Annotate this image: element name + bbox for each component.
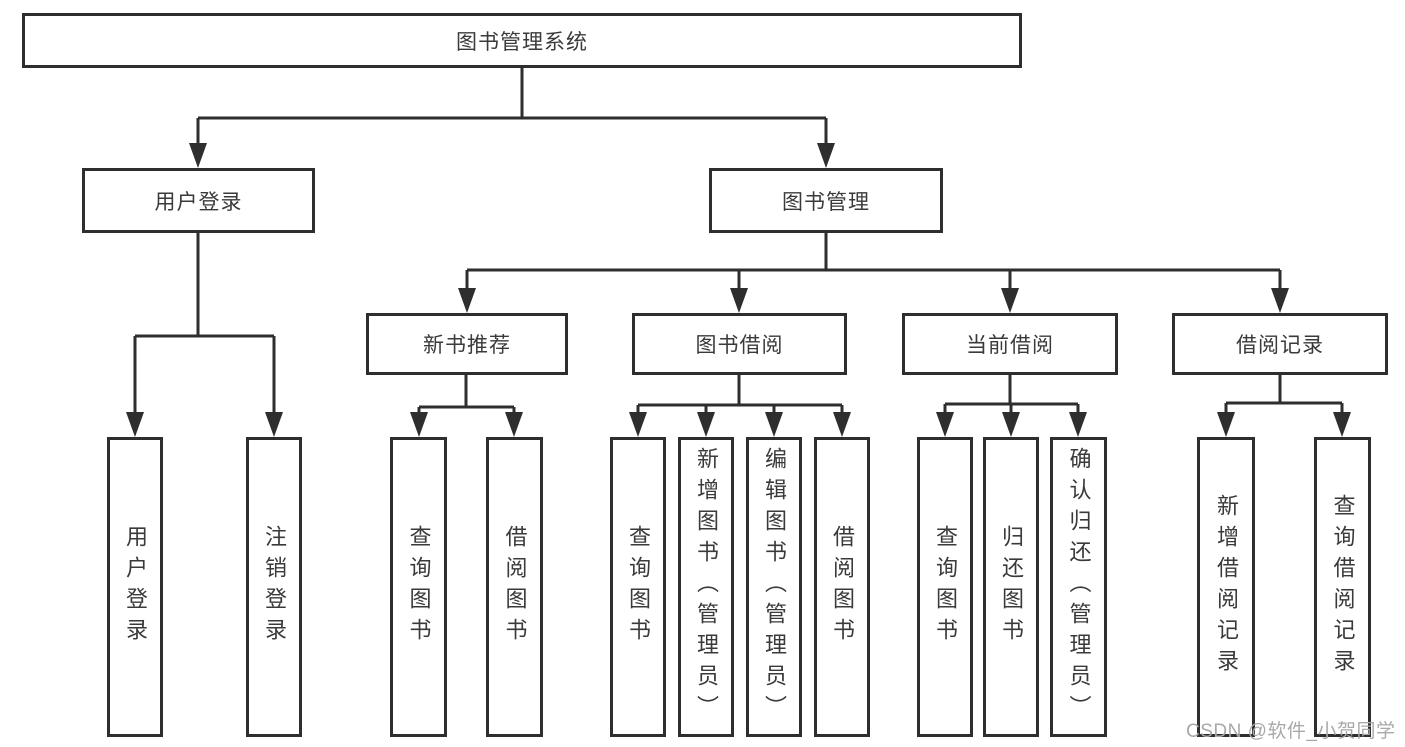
connector-book-borrow — [636, 375, 844, 419]
node-leaf-add-books-admin: 新增图书（管理员） — [678, 437, 734, 737]
connector-new-book-recommend — [417, 375, 516, 419]
node-label: 查询图书 — [933, 525, 958, 649]
arrow-down-icon — [629, 412, 647, 437]
node-leaf-borrow-books-2: 借阅图书 — [814, 437, 870, 737]
node-leaf-edit-books-admin: 编辑图书（管理员） — [746, 437, 802, 737]
arrow-down-icon — [189, 143, 207, 168]
arrow-down-icon — [410, 412, 428, 437]
connector-user-login — [133, 233, 276, 419]
node-book-borrow: 图书借阅 — [632, 313, 847, 375]
node-label: 借阅图书 — [502, 525, 528, 649]
csdn-watermark: CSDN @软件_小贺同学 — [1186, 721, 1396, 742]
node-label: 借阅图书 — [830, 525, 855, 649]
node-label: 编辑图书（管理员） — [762, 447, 787, 726]
arrow-down-icon — [1217, 412, 1235, 437]
node-label: 当前借阅 — [966, 334, 1054, 357]
node-leaf-query-books-3: 查询图书 — [917, 437, 973, 737]
node-new-book-recommend: 新书推荐 — [366, 313, 568, 375]
arrow-down-icon — [126, 412, 144, 437]
node-leaf-query-books-1: 查询图书 — [390, 437, 447, 737]
node-label: 用户登录 — [154, 190, 243, 214]
node-leaf-add-borrow-record: 新增借阅记录 — [1197, 437, 1255, 737]
connector-root — [196, 68, 828, 150]
node-label: 用户登录 — [123, 525, 148, 649]
node-label: 确认归还（管理员） — [1066, 447, 1092, 726]
node-leaf-user-login: 用户登录 — [107, 437, 163, 737]
arrow-down-icon — [458, 288, 476, 313]
node-label: 新增借阅记录 — [1214, 494, 1239, 680]
arrow-down-icon — [265, 412, 283, 437]
connector-borrow-records — [1224, 375, 1344, 419]
node-label: 新书推荐 — [423, 334, 511, 357]
connector-current-borrow — [943, 375, 1080, 419]
node-label: 图书借阅 — [695, 334, 784, 357]
arrow-down-icon — [697, 412, 715, 437]
arrow-down-icon — [1001, 288, 1019, 313]
node-leaf-logout: 注销登录 — [246, 437, 302, 737]
node-label: 查询图书 — [626, 525, 651, 649]
node-book-management: 图书管理 — [709, 168, 943, 233]
node-current-borrow: 当前借阅 — [902, 313, 1118, 375]
node-label: 新增图书（管理员） — [694, 447, 719, 726]
node-library-management-system: 图书管理系统 — [22, 13, 1022, 68]
arrow-down-icon — [765, 412, 783, 437]
arrow-down-icon — [1002, 412, 1020, 437]
arrow-down-icon — [730, 288, 748, 313]
node-label: 图书管理 — [782, 190, 870, 214]
node-label: 查询借阅记录 — [1330, 494, 1356, 680]
node-leaf-query-borrow-record: 查询借阅记录 — [1314, 437, 1371, 737]
node-leaf-query-books-2: 查询图书 — [610, 437, 666, 737]
arrow-down-icon — [505, 412, 523, 437]
node-label: 归还图书 — [999, 525, 1024, 649]
node-label: 注销登录 — [262, 525, 287, 649]
node-leaf-borrow-books-1: 借阅图书 — [486, 437, 543, 737]
arrow-down-icon — [1333, 412, 1351, 437]
node-label: 图书管理系统 — [456, 30, 588, 54]
node-borrow-records: 借阅记录 — [1172, 313, 1388, 375]
arrow-down-icon — [817, 143, 835, 168]
arrow-down-icon — [936, 412, 954, 437]
arrow-down-icon — [1271, 288, 1289, 313]
connector-book-management — [465, 233, 1282, 295]
arrow-down-icon — [1069, 412, 1087, 437]
node-leaf-return-books: 归还图书 — [983, 437, 1039, 737]
node-user-login: 用户登录 — [82, 168, 315, 233]
node-label: 查询图书 — [406, 525, 432, 649]
node-leaf-confirm-return-admin: 确认归还（管理员） — [1050, 437, 1107, 737]
node-label: 借阅记录 — [1236, 334, 1324, 357]
arrow-down-icon — [833, 412, 851, 437]
